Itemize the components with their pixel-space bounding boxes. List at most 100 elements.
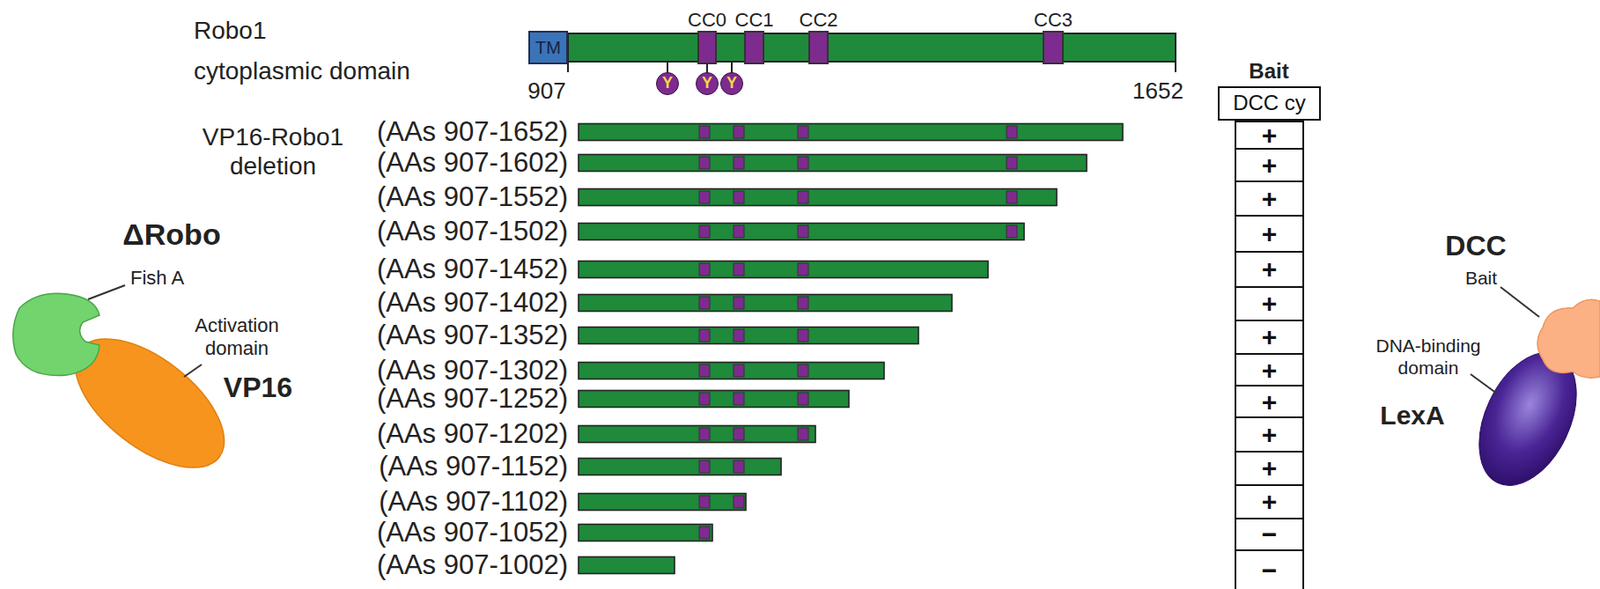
construct-range: (AAs 907-1452) [376,253,568,287]
node-text: + [1261,355,1278,385]
leader-line [1500,287,1540,318]
result-cell: + [1234,353,1305,387]
coiled-coil-mark [699,296,710,310]
domain-title: cytoplasmic domain [193,56,411,86]
result-cell: + [1234,120,1305,150]
result-cell: + [1234,286,1305,322]
coiled-coil-mark [699,526,710,539]
construct-name: ΔRobo [122,216,221,252]
construct-range: (AAs 907-1152) [378,450,568,484]
leader-line [88,285,126,300]
coiled-coil-mark [1006,191,1018,204]
coiled-coil-mark [797,427,809,441]
coiled-coil-mark [733,392,745,406]
result-cell: − [1234,517,1305,552]
result-cell: + [1234,180,1305,217]
domain-label: CC1 [734,9,774,31]
coiled-coil-mark [733,364,745,377]
coiled-coil-box: CC1 [744,30,765,65]
construct-range: (AAs 907-1552) [376,181,568,214]
coiled-coil-mark [699,460,710,473]
coiled-coil-mark [699,364,710,377]
domain-label: CC3 [1033,9,1073,31]
part-label: Fish A [130,266,185,290]
result-cell: + [1234,214,1305,253]
node-text: + [1261,150,1278,180]
construct-range: (AAs 907-1202) [376,418,568,451]
node-text: + [1261,453,1278,483]
construct-range: (AAs 907-1602) [376,147,568,180]
coiled-coil-mark [797,156,809,170]
coiled-coil-box: CC2 [808,30,829,65]
coiled-coil-mark [797,191,809,204]
deletion-bar [578,261,989,279]
coiled-coil-mark [699,225,710,238]
deletion-bar [578,124,1123,141]
coiled-coil-mark [733,225,745,238]
leader-line [1470,374,1497,394]
result-cell: + [1234,484,1305,520]
deletion-bar [578,189,1057,207]
bait-header-box: DCC cy [1217,86,1321,121]
part-name: DCC [1445,229,1506,264]
coiled-coil-mark [797,364,809,377]
construct-range: (AAs 907-1502) [376,215,568,249]
tick [1174,61,1177,73]
construct-range: (AAs 907-1402) [376,287,568,320]
deletion-bar [578,390,849,408]
residue-number: 1652 [1132,77,1184,105]
coiled-coil-mark [699,125,710,139]
coiled-coil-mark [699,495,710,509]
node-text: + [1261,254,1278,284]
coiled-coil-mark [797,125,809,139]
column-header: Bait [1248,58,1289,84]
coiled-coil-mark [797,392,809,406]
tyrosine-circle: Y [656,72,679,96]
coiled-coil-mark [699,329,710,342]
node-text: + [1261,322,1278,352]
coiled-coil-mark [797,329,809,342]
cytoplasmic-bar [567,33,1176,62]
coiled-coil-mark [1006,156,1018,170]
coiled-coil-mark [1006,125,1018,139]
part-label: Bait [1465,267,1497,290]
deletion-bar [578,426,816,443]
result-cell: + [1234,250,1305,289]
node-text: + [1261,120,1278,150]
coiled-coil-mark [699,263,710,276]
coiled-coil-mark [699,427,710,441]
dcc-bait [1537,299,1600,378]
deletion-bar [578,557,675,575]
coiled-coil-mark [1006,225,1018,238]
coiled-coil-mark [699,156,710,170]
coiled-coil-mark [733,460,745,473]
construct-range: (AAs 907-1102) [378,486,568,519]
residue-number: 907 [527,77,566,105]
construct-range: (AAs 907-1652) [376,116,568,149]
node-text: + [1261,420,1278,450]
tyrosine-circle: Y [720,72,744,96]
coiled-coil-mark [733,427,745,441]
deletion-bar [578,494,746,511]
construct-range: (AAs 907-1302) [376,354,568,388]
node-text: + [1261,184,1278,214]
node-text: DCC cy [1232,91,1306,115]
node-text: Y [726,74,738,93]
coiled-coil-mark [699,191,710,204]
result-cell: + [1234,416,1305,453]
coiled-coil-mark [797,225,809,238]
coiled-coil-mark [733,296,745,310]
coiled-coil-mark [733,156,745,170]
construct-title: VP16-Robo1 deletion [193,122,353,181]
part-label: Activation domain [184,314,290,361]
construct-range: (AAs 907-1052) [376,516,568,550]
node-text: − [1261,519,1278,549]
part-name: LexA [1379,399,1445,431]
node-text: + [1261,288,1278,318]
deletion-bar [578,458,782,476]
coiled-coil-mark [733,329,745,342]
fish-a-domain [13,293,100,376]
coiled-coil-mark [733,191,745,204]
coiled-coil-mark [797,263,809,276]
